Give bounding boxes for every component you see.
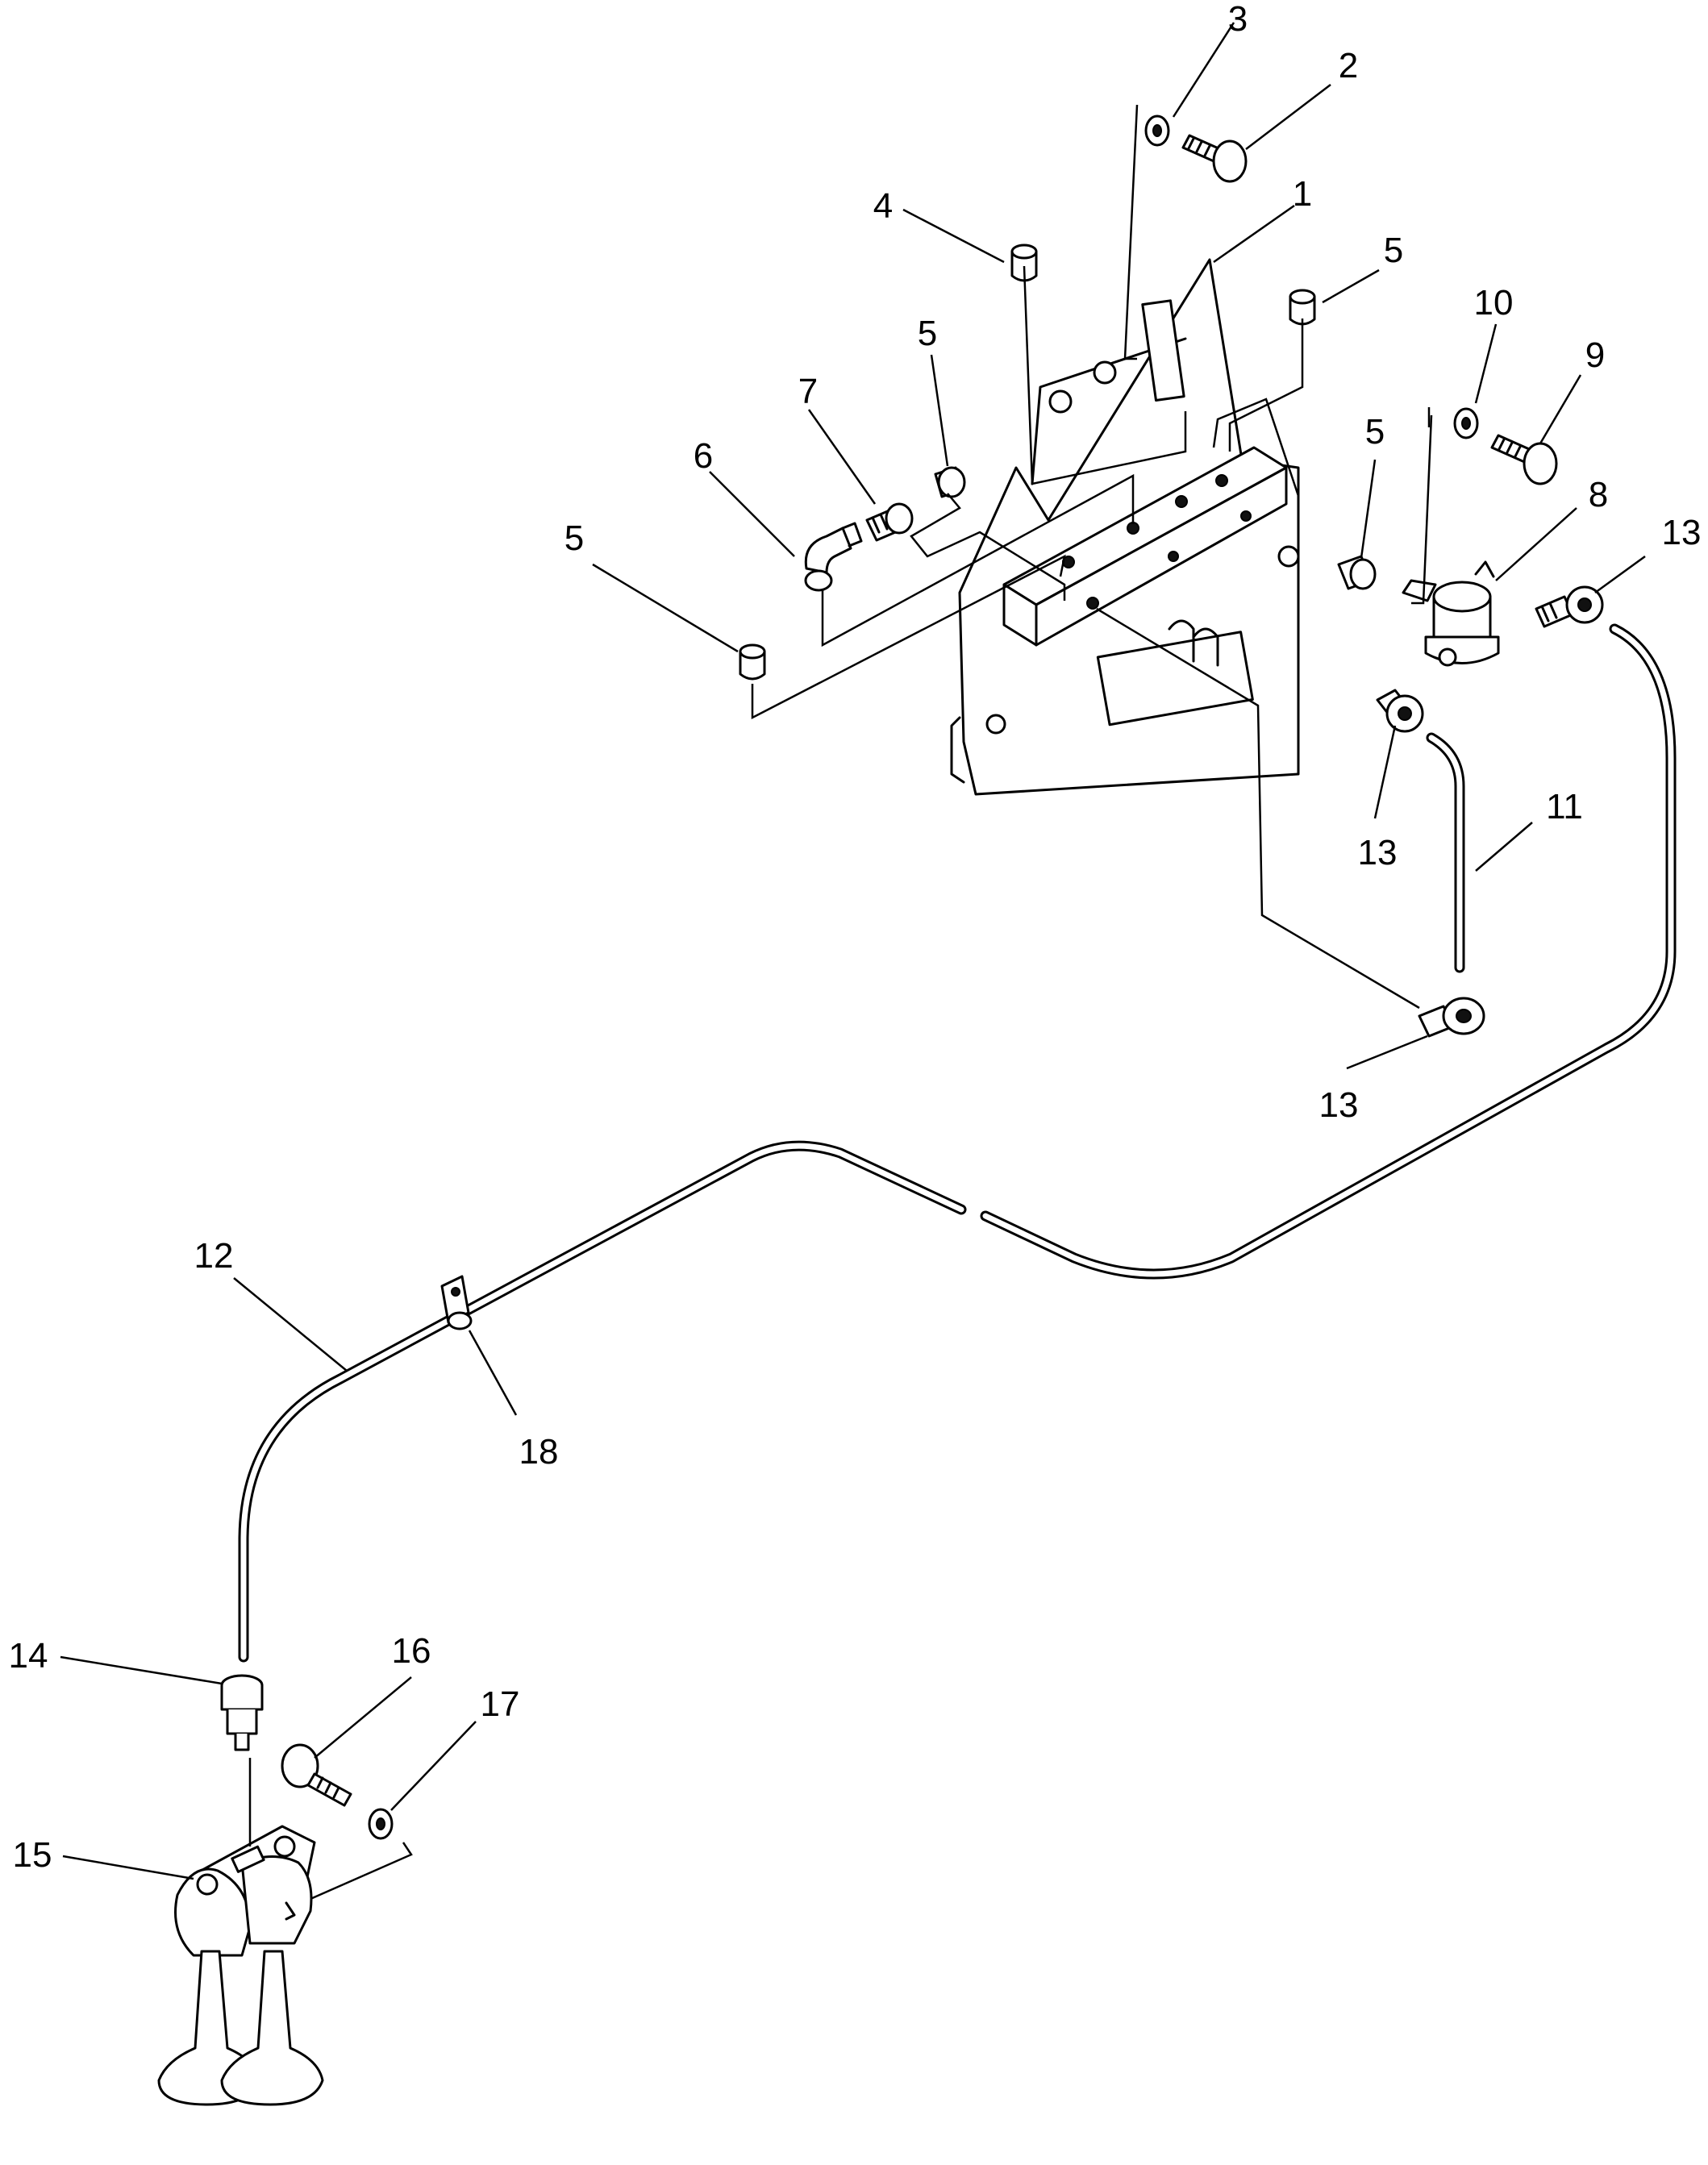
clamp-part-18 [440,1275,473,1330]
callout-5: 5 [564,518,584,558]
plug-part-5-left [739,643,766,681]
washer-part-10 [1453,407,1479,439]
callout-15: 15 [13,1835,52,1875]
plug-part-5-right [1337,555,1377,590]
callout-5: 5 [1365,412,1385,452]
callout-7: 7 [798,372,818,411]
tube-part-11 [1426,732,1465,973]
plug-part-5-top [1289,289,1316,326]
plug-part-4 [1010,244,1038,282]
elbow-part-6 [804,522,863,592]
callout-10: 10 [1474,283,1514,323]
elbow-part-13-mid [1376,689,1424,733]
callout-13: 13 [1662,513,1702,552]
nipple-part-7 [865,502,914,542]
callout-2: 2 [1339,46,1358,85]
washer-part-17 [368,1808,394,1840]
bolt-part-2 [1181,134,1248,183]
horn-part-15 [157,1825,324,2106]
callout-8: 8 [1589,475,1608,514]
callout-labels: 3 2 1 4 5 5 7 6 5 5 10 9 8 13 13 11 13 1… [9,0,1702,1875]
callout-5: 5 [1384,231,1403,270]
callout-13: 13 [1358,833,1398,872]
callout-17: 17 [481,1684,520,1724]
manifold-block [1002,446,1300,647]
elbow-part-13-top [1535,585,1604,628]
bolt-part-16 [281,1743,352,1807]
bolt-part-9 [1490,434,1558,485]
leader-lines [60,22,1646,1901]
callout-1: 1 [1293,174,1312,214]
callout-16: 16 [392,1631,431,1671]
plug-part-5-mid [934,466,966,498]
callout-13: 13 [1319,1085,1359,1125]
callout-6: 6 [694,436,713,476]
nipple-part-14 [220,1674,264,1751]
callout-14: 14 [9,1636,48,1676]
callout-3: 3 [1228,0,1248,39]
callout-9: 9 [1585,335,1605,375]
callout-4: 4 [873,186,893,226]
callout-12: 12 [194,1236,234,1276]
callout-5: 5 [918,314,937,353]
elbow-part-13-bottom [1418,997,1485,1038]
washer-part-3 [1144,114,1170,147]
callout-18: 18 [519,1432,559,1472]
callout-11: 11 [1546,787,1583,826]
tube-part-12 [238,623,1677,1663]
valve-part-8 [1402,560,1500,667]
